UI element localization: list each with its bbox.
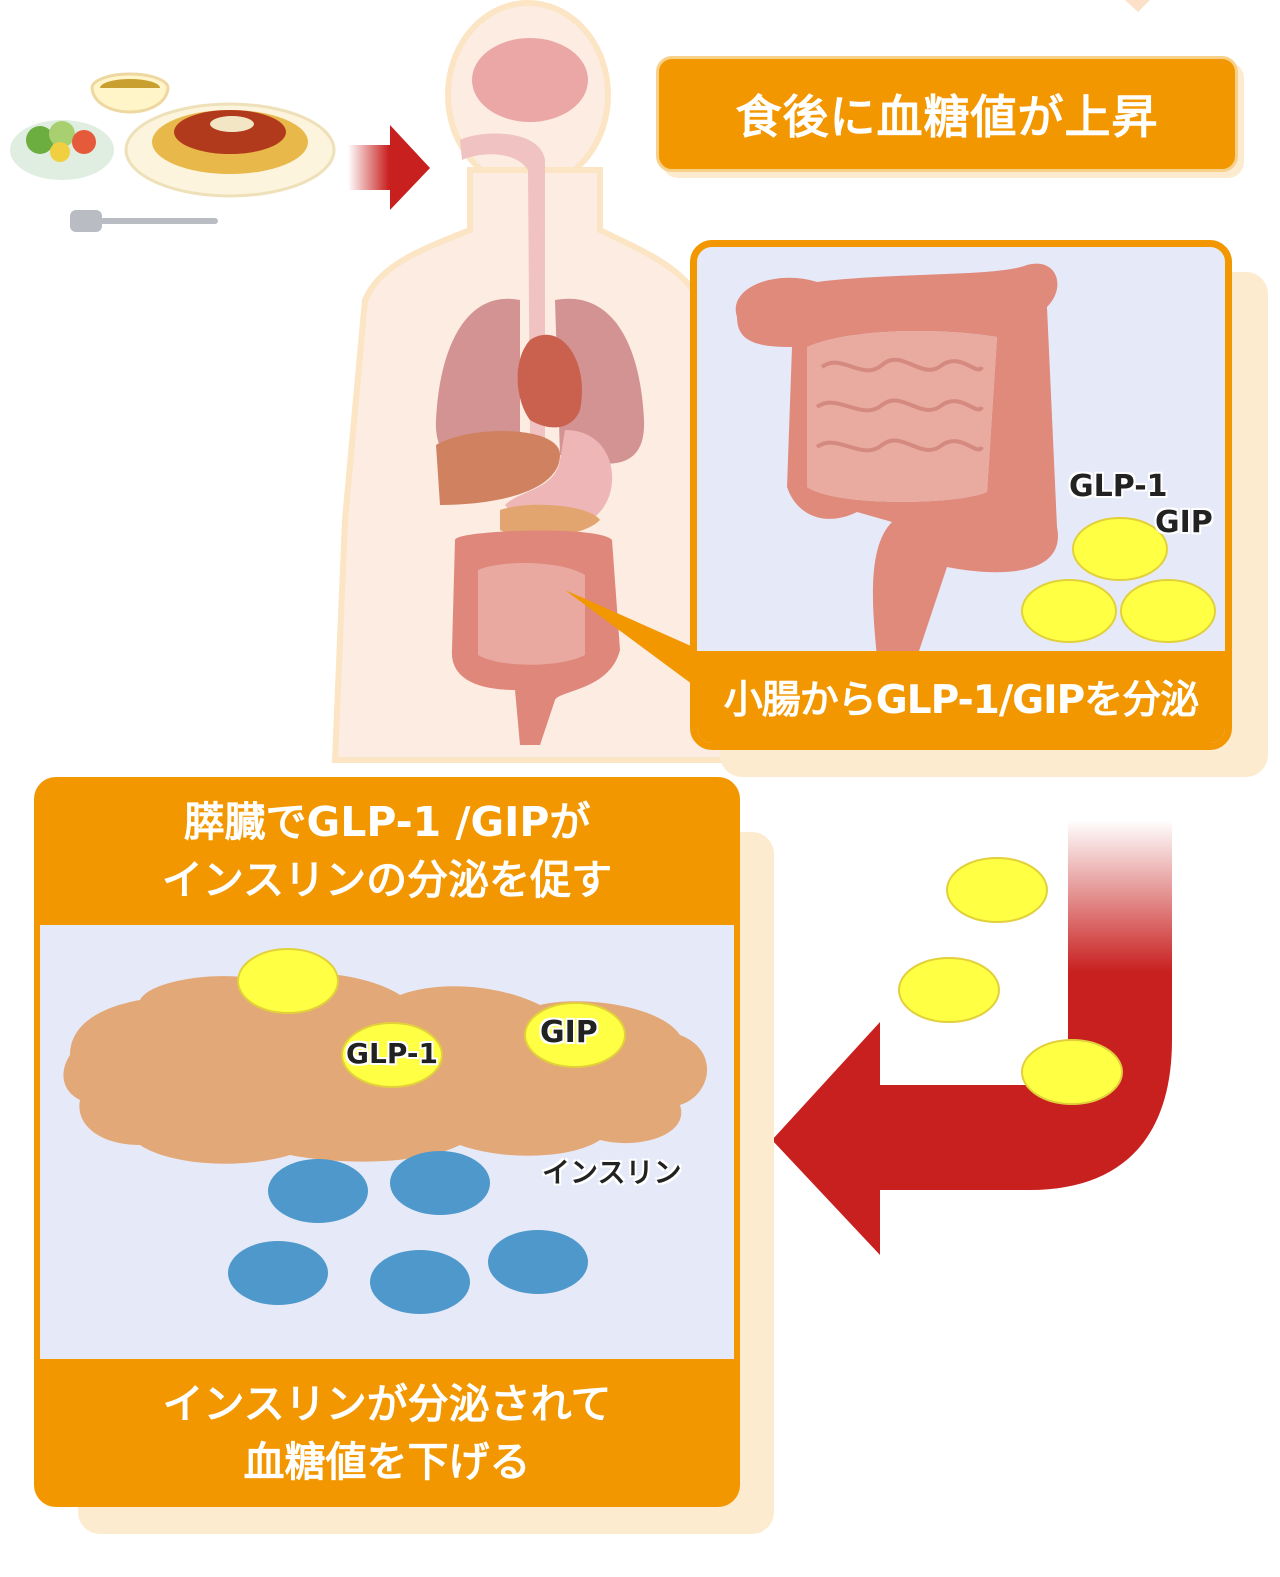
left-lung-icon: [435, 298, 520, 464]
corner-decoration: [1125, 0, 1150, 12]
hormone-granule: [237, 948, 339, 1014]
pancreas-illustration: [63, 948, 708, 1314]
pancreas-label-gip: GIP: [540, 1015, 598, 1050]
salad-bowl-icon: [10, 120, 114, 180]
pancreas-label-glp1: GLP-1: [346, 1037, 438, 1070]
gip-granule: [524, 1002, 626, 1068]
pancreas-body: GLP-1 GIP インスリン: [40, 925, 734, 1359]
pancreas-label-insulin: インスリン: [542, 1156, 682, 1189]
fork-icon: [70, 210, 218, 232]
intestine-label-gip: GIP: [1155, 505, 1213, 540]
small-intestine-icon: [807, 331, 997, 502]
intestine-caption: 小腸からGLP-1/GIPを分泌: [697, 651, 1225, 743]
pancreas-footer: インスリンが分泌されて 血糖値を下げる: [34, 1359, 740, 1507]
hormone-granule: [1072, 517, 1168, 581]
pancreas-small-icon: [500, 504, 600, 537]
spaghetti-plate-icon: [124, 102, 336, 198]
brain-icon: [472, 38, 588, 122]
hormone-granule: [1120, 579, 1216, 643]
pancreas-panel: 膵臓でGLP-1 /GIPが インスリンの分泌を促す GLP-1 GIP インス…: [34, 777, 740, 1507]
large-intestine-icon: [735, 263, 1058, 657]
pancreas-heading: 膵臓でGLP-1 /GIPが インスリンの分泌を促す: [34, 777, 740, 925]
right-lung-icon: [555, 298, 645, 464]
pancreas-heading-line2: インスリンの分泌を促す: [161, 856, 613, 904]
curved-red-arrow: [772, 820, 1172, 1255]
insulin-granule: [228, 1241, 328, 1305]
pancreas-footer-line1: インスリンが分泌されて: [162, 1380, 612, 1428]
intestine-panel: GLP-1 GIP 小腸からGLP-1/GIPを分泌: [690, 240, 1232, 750]
pancreas-heading-line1: 膵臓でGLP-1 /GIPが: [183, 798, 591, 846]
insulin-granule: [390, 1151, 490, 1215]
intestine-label-glp1: GLP-1: [1069, 469, 1168, 504]
soup-cup-icon: [90, 72, 170, 114]
intestine-caption-text: 小腸からGLP-1/GIPを分泌: [723, 678, 1199, 723]
insulin-granule: [488, 1230, 588, 1294]
hormone-granule: [1021, 1039, 1123, 1105]
liver-icon: [436, 431, 560, 505]
stomach-icon: [505, 430, 613, 525]
food-arrow: [348, 125, 430, 210]
heart-icon: [517, 334, 582, 428]
insulin-granule: [268, 1159, 368, 1223]
title-box: 食後に血糖値が上昇: [656, 56, 1238, 172]
pancreas-footer-line2: 血糖値を下げる: [243, 1438, 531, 1486]
hormone-granule: [946, 857, 1048, 923]
insulin-granule: [370, 1250, 470, 1314]
title-text: 食後に血糖値が上昇: [735, 90, 1159, 144]
glp1-granule: [341, 1022, 443, 1088]
hormone-granule: [1021, 579, 1117, 643]
pointer-line: [565, 590, 700, 690]
hormone-granule: [898, 957, 1000, 1023]
intestine-illustration: [735, 263, 1216, 657]
